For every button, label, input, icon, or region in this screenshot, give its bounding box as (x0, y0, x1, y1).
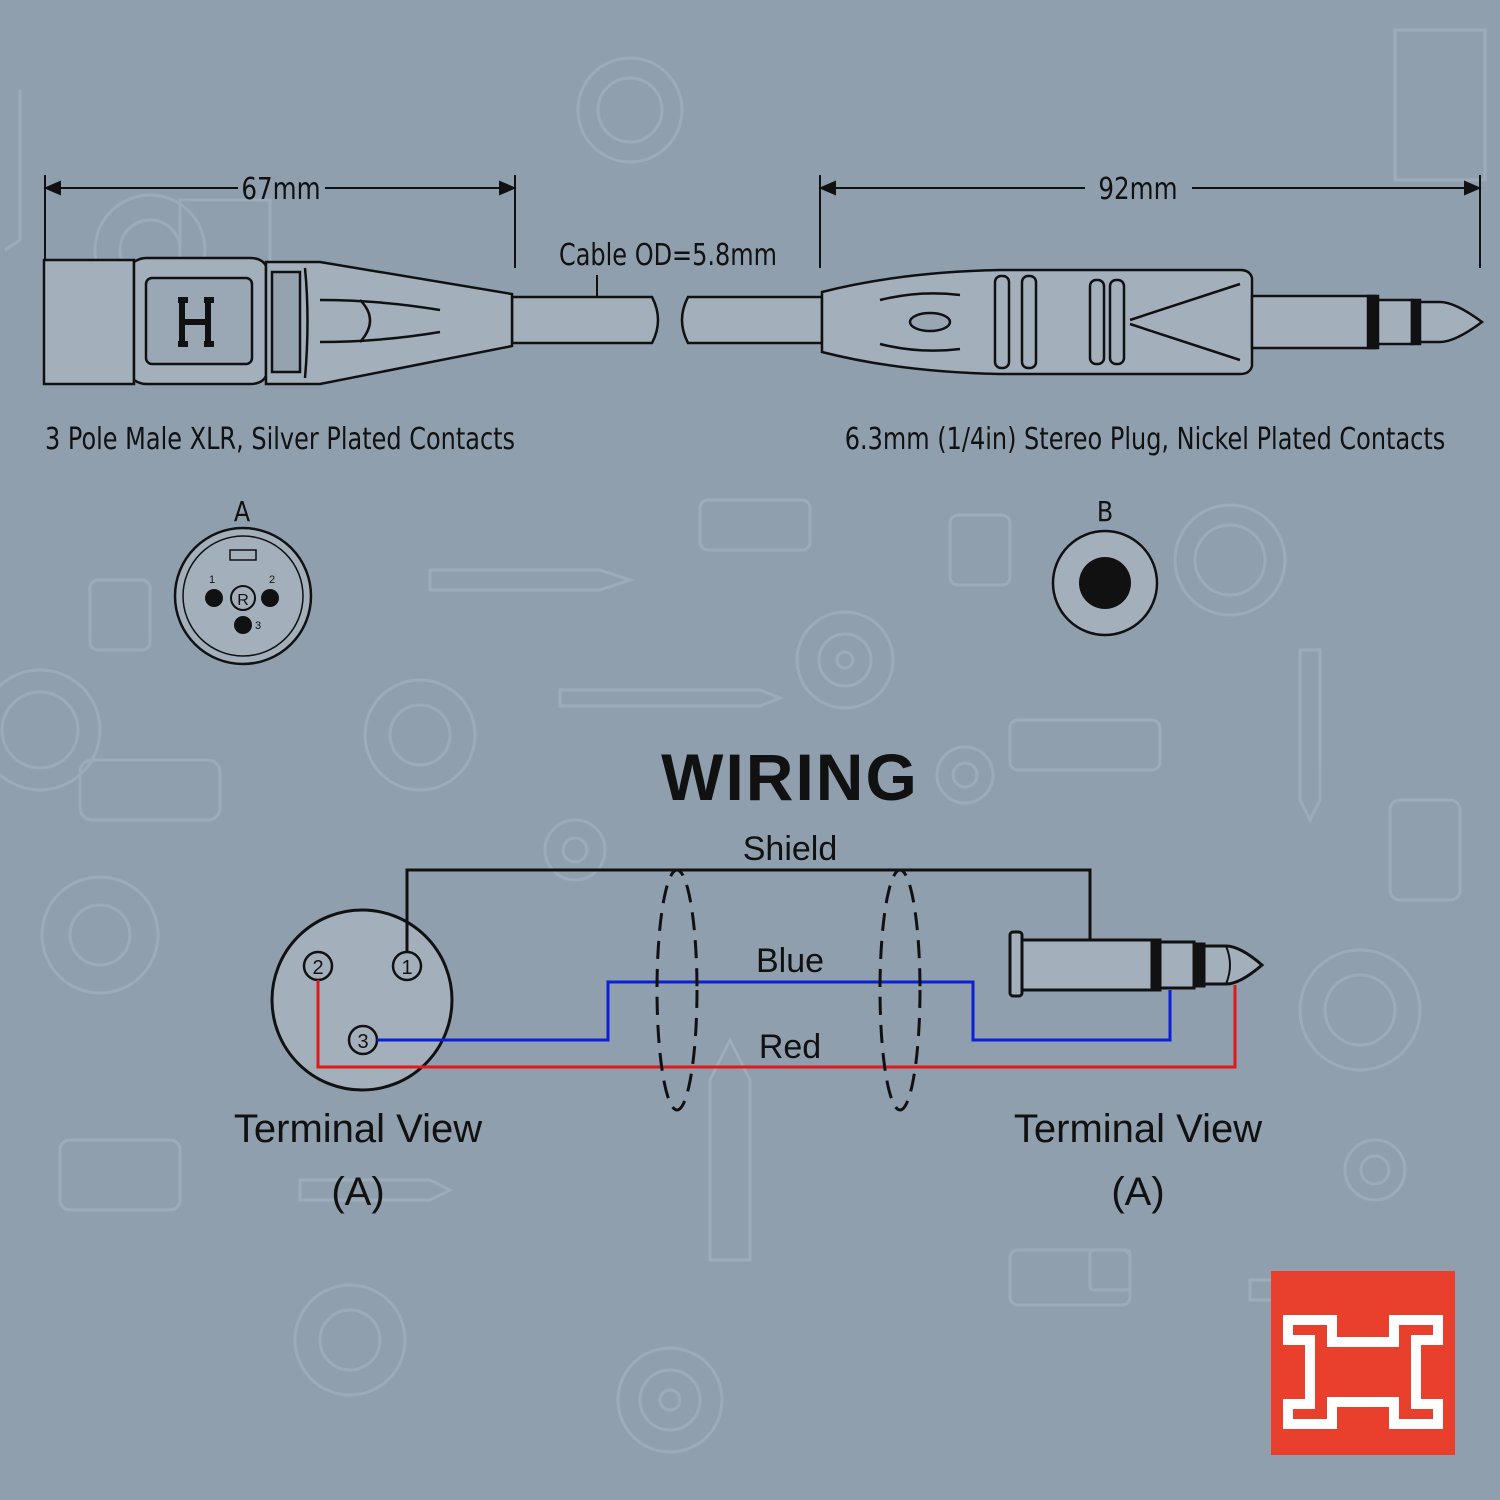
cable-jacket-marker-right (878, 868, 922, 1112)
cable (510, 295, 824, 345)
hosa-logo-icon (1271, 1271, 1455, 1455)
blue-wire (377, 980, 1172, 1042)
dimension-92mm (818, 175, 1482, 268)
view-a-letter: A (234, 496, 250, 528)
xlr-face (173, 526, 313, 666)
terminal-pin-3-label: 3 (357, 1031, 368, 1053)
terminal-pin-2-label: 2 (312, 957, 323, 979)
view-b-letter: B (1097, 496, 1113, 528)
stereo-plug (820, 268, 1485, 376)
blue-wire-label: Blue (756, 942, 824, 980)
xlr-face-pin-1-label: 1 (209, 574, 215, 586)
xlr-face-center-mark: R (237, 592, 249, 609)
wiring-title: WIRING (661, 740, 919, 814)
terminal-pin-1-label: 1 (401, 957, 412, 979)
xlr-terminal (270, 908, 454, 1092)
cable-jacket-marker-left (655, 868, 699, 1112)
xlr-face-pin-1 (205, 589, 223, 607)
red-wire-label: Red (759, 1028, 821, 1066)
xlr-face-pin-3-label: 3 (255, 620, 261, 632)
xlr-face-pin-3 (234, 616, 252, 634)
xlr-length-label: 67mm (241, 173, 320, 207)
right-terminal-view-label: Terminal View (1014, 1107, 1262, 1151)
plug-length-label: 92mm (1098, 173, 1177, 207)
xlr-face-pin-2-label: 2 (269, 574, 275, 586)
cable-od-label: Cable OD=5.8mm (559, 238, 777, 272)
plug-terminal (1008, 930, 1265, 998)
shield-wire-label: Shield (743, 830, 838, 868)
right-terminal-view-sub: (A) (1111, 1170, 1164, 1214)
red-wire (316, 980, 1237, 1069)
shield-wire (405, 868, 1092, 952)
left-terminal-view-label: Terminal View (234, 1107, 482, 1151)
xlr-hosa-badge (178, 297, 214, 347)
xlr-caption: 3 Pole Male XLR, Silver Plated Contacts (45, 422, 515, 456)
left-terminal-view-sub: (A) (331, 1170, 384, 1214)
plug-face (1051, 529, 1159, 637)
plug-caption: 6.3mm (1/4in) Stereo Plug, Nickel Plated… (845, 422, 1446, 456)
dimension-67mm (43, 175, 517, 268)
xlr-face-pin-2 (261, 589, 279, 607)
